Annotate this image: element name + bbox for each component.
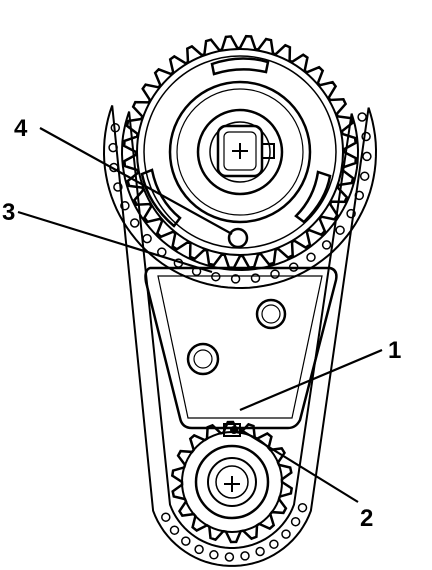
- chain-link-roller: [110, 123, 121, 133]
- chain-link-roller: [290, 516, 301, 527]
- callout-4: 4: [14, 115, 28, 142]
- chain-link-roller: [269, 539, 279, 549]
- chain-link-roller: [120, 200, 130, 211]
- guide-bolt-lower-inner: [193, 349, 213, 369]
- chain-link-roller: [240, 551, 250, 561]
- chain-outer-edge: [102, 105, 378, 567]
- chain-link-roller: [321, 240, 332, 250]
- leader-line-3: [17, 210, 213, 274]
- guide-bolt-lower: [186, 342, 220, 376]
- chain-link-roller: [194, 544, 204, 555]
- chain-link-roller: [181, 536, 191, 546]
- chain-link-roller: [297, 502, 308, 513]
- crankshaft-sprocket: [170, 420, 294, 544]
- chain-link-roller: [108, 142, 118, 153]
- chain-link-roller: [357, 112, 367, 122]
- chain-link-roller: [359, 171, 370, 181]
- chain-link-roller: [161, 512, 171, 522]
- chain-link-roller: [211, 271, 221, 282]
- chain-link-roller: [361, 131, 371, 142]
- guide-bolt-upper-inner: [261, 304, 281, 324]
- chain-link-roller: [142, 233, 152, 244]
- chain-link-roller: [230, 274, 241, 284]
- camshaft-sprocket: [122, 34, 358, 270]
- chain-link-roller: [346, 208, 356, 219]
- chain-link-roller: [281, 529, 291, 539]
- callout-2: 2: [360, 505, 373, 532]
- leader-line-1: [239, 348, 383, 412]
- callout-3: 3: [2, 199, 15, 226]
- chain-link-roller: [255, 546, 265, 557]
- crankshaft-timing-mark: [230, 426, 238, 434]
- leader-line-4: [39, 127, 233, 235]
- chain-guide-plate: [144, 266, 338, 430]
- chain-link-roller: [129, 218, 140, 228]
- leader-line-2: [237, 427, 359, 503]
- chain-link-roller: [306, 252, 316, 263]
- camshaft-timing-mark-dot: [227, 227, 249, 249]
- chain-link-roller: [354, 190, 365, 201]
- leader-lines: [17, 127, 383, 503]
- chain-link-roller: [169, 525, 180, 535]
- chain-link-roller: [270, 269, 280, 279]
- chain-inner-edge: [120, 111, 360, 549]
- chain-link-roller: [209, 550, 219, 560]
- callout-1: 1: [388, 337, 401, 364]
- cam-slot-right: [294, 170, 332, 224]
- timing-chain: [102, 105, 378, 567]
- chain-link-roller: [224, 552, 235, 562]
- chain-link-roller: [362, 151, 372, 162]
- chain-link-roller: [250, 273, 261, 283]
- guide-bolt-upper: [255, 298, 287, 330]
- chain-link-roller: [113, 182, 123, 192]
- chain-link-roller: [335, 225, 345, 235]
- cam-slot-top: [210, 57, 270, 76]
